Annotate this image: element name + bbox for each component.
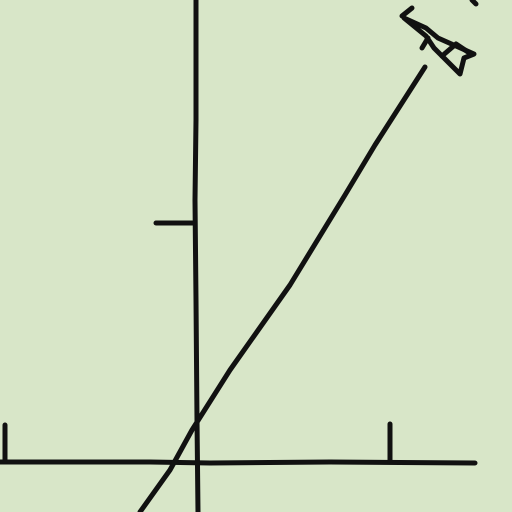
diagonal-line <box>137 64 428 512</box>
arrow-cursor-icon <box>399 0 479 77</box>
y-axis <box>192 0 201 512</box>
x-axis <box>0 459 478 466</box>
